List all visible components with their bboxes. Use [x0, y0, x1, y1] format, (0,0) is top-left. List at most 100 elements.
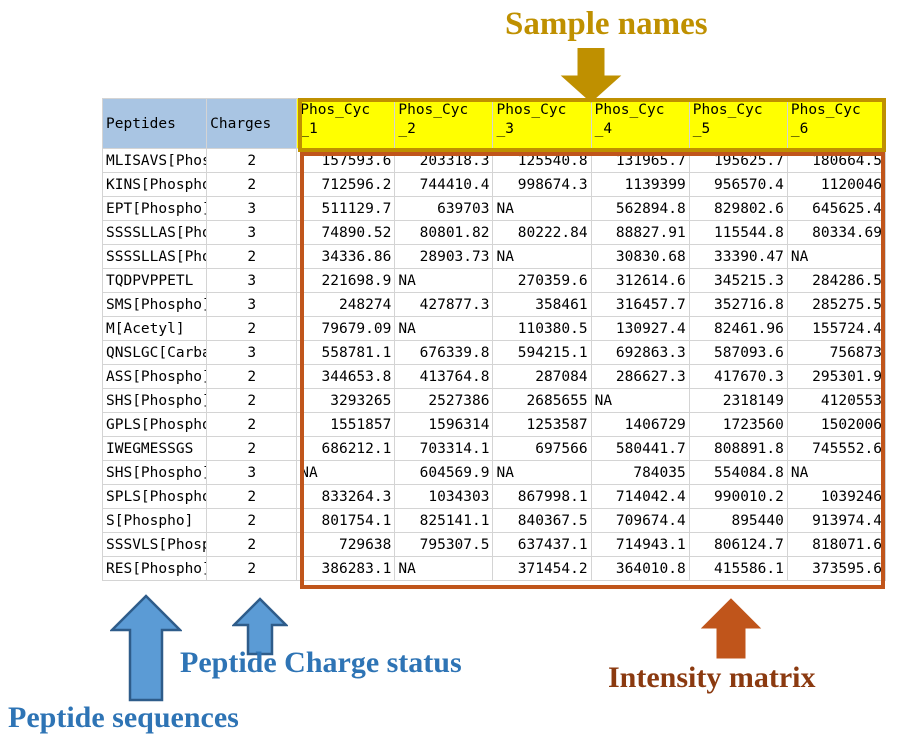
- cell-intensity[interactable]: 195625.7: [688, 148, 788, 173]
- cell-intensity[interactable]: 131965.7: [590, 148, 690, 173]
- cell-intensity[interactable]: 248274: [296, 292, 396, 317]
- cell-intensity[interactable]: 697566: [492, 436, 592, 461]
- cell-intensity[interactable]: NA: [394, 556, 494, 581]
- cell-peptide[interactable]: KINS[Phospho]: [101, 172, 208, 197]
- cell-intensity[interactable]: NA: [296, 460, 396, 485]
- cell-intensity[interactable]: 1406729: [590, 412, 690, 437]
- cell-charge[interactable]: 2: [206, 436, 298, 461]
- cell-intensity[interactable]: 3293265: [296, 388, 396, 413]
- cell-intensity[interactable]: 801754.1: [296, 508, 396, 533]
- cell-intensity[interactable]: 1253587: [492, 412, 592, 437]
- cell-intensity[interactable]: 33390.47: [688, 244, 788, 269]
- cell-peptide[interactable]: SHS[Phospho]: [101, 460, 208, 485]
- column-header-charges[interactable]: Charges: [206, 98, 298, 149]
- column-header-peptides[interactable]: Peptides: [101, 98, 208, 149]
- cell-intensity[interactable]: 867998.1: [492, 484, 592, 509]
- column-header-sample-2[interactable]: Phos_Cyc_2: [394, 98, 494, 149]
- column-header-sample-6[interactable]: Phos_Cyc_6: [786, 98, 887, 149]
- cell-charge[interactable]: 3: [206, 340, 298, 365]
- cell-intensity[interactable]: 604569.9: [394, 460, 494, 485]
- cell-intensity[interactable]: 692863.3: [590, 340, 690, 365]
- cell-peptide[interactable]: IWEGMESSGS: [101, 436, 208, 461]
- column-header-sample-5[interactable]: Phos_Cyc_5: [688, 98, 788, 149]
- cell-intensity[interactable]: 558781.1: [296, 340, 396, 365]
- cell-intensity[interactable]: 562894.8: [590, 196, 690, 221]
- cell-peptide[interactable]: SMS[Phospho]: [101, 292, 208, 317]
- cell-intensity[interactable]: 2527386: [394, 388, 494, 413]
- cell-charge[interactable]: 2: [206, 508, 298, 533]
- cell-intensity[interactable]: 4120553: [786, 388, 887, 413]
- cell-intensity[interactable]: 74890.52: [296, 220, 396, 245]
- cell-peptide[interactable]: ASS[Phospho]: [101, 364, 208, 389]
- cell-intensity[interactable]: 316457.7: [590, 292, 690, 317]
- cell-intensity[interactable]: 312614.6: [590, 268, 690, 293]
- cell-charge[interactable]: 3: [206, 196, 298, 221]
- cell-intensity[interactable]: 714042.4: [590, 484, 690, 509]
- cell-intensity[interactable]: 386283.1: [296, 556, 396, 581]
- cell-charge[interactable]: 2: [206, 532, 298, 557]
- cell-intensity[interactable]: 373595.6: [786, 556, 887, 581]
- cell-charge[interactable]: 3: [206, 460, 298, 485]
- cell-intensity[interactable]: 1120046: [786, 172, 887, 197]
- table-row[interactable]: SPLS[Phospho]2833264.31034303867998.1714…: [101, 484, 887, 509]
- table-row[interactable]: KINS[Phospho]2712596.2744410.4998674.311…: [101, 172, 887, 197]
- cell-intensity[interactable]: 554084.8: [688, 460, 788, 485]
- cell-intensity[interactable]: 130927.4: [590, 316, 690, 341]
- table-row[interactable]: QNSLGC[Carbamido]3558781.1676339.8594215…: [101, 340, 887, 365]
- cell-intensity[interactable]: 712596.2: [296, 172, 396, 197]
- cell-peptide[interactable]: EPT[Phospho]: [101, 196, 208, 221]
- cell-intensity[interactable]: 358461: [492, 292, 592, 317]
- cell-peptide[interactable]: S[Phospho]: [101, 508, 208, 533]
- table-row[interactable]: GPLS[Phospho]215518571596314125358714067…: [101, 412, 887, 437]
- cell-intensity[interactable]: 676339.8: [394, 340, 494, 365]
- cell-intensity[interactable]: 82461.96: [688, 316, 788, 341]
- cell-intensity[interactable]: 756873: [786, 340, 887, 365]
- table-row[interactable]: SSSSLLAS[Phospho]374890.5280801.8280222.…: [101, 220, 887, 245]
- cell-peptide[interactable]: RES[Phospho]: [101, 556, 208, 581]
- cell-intensity[interactable]: NA: [590, 388, 690, 413]
- cell-charge[interactable]: 2: [206, 148, 298, 173]
- cell-intensity[interactable]: 79679.09: [296, 316, 396, 341]
- cell-intensity[interactable]: 221698.9: [296, 268, 396, 293]
- cell-intensity[interactable]: 284286.5: [786, 268, 887, 293]
- cell-intensity[interactable]: 417670.3: [688, 364, 788, 389]
- cell-intensity[interactable]: 1551857: [296, 412, 396, 437]
- cell-intensity[interactable]: 155724.4: [786, 316, 887, 341]
- cell-intensity[interactable]: 895440: [688, 508, 788, 533]
- cell-intensity[interactable]: 709674.4: [590, 508, 690, 533]
- cell-intensity[interactable]: 352716.8: [688, 292, 788, 317]
- cell-intensity[interactable]: 80801.82: [394, 220, 494, 245]
- cell-peptide[interactable]: SPLS[Phospho]: [101, 484, 208, 509]
- column-header-sample-4[interactable]: Phos_Cyc_4: [590, 98, 690, 149]
- cell-intensity[interactable]: 833264.3: [296, 484, 396, 509]
- cell-intensity[interactable]: 286627.3: [590, 364, 690, 389]
- cell-charge[interactable]: 2: [206, 556, 298, 581]
- cell-charge[interactable]: 3: [206, 220, 298, 245]
- cell-charge[interactable]: 2: [206, 244, 298, 269]
- cell-charge[interactable]: 2: [206, 364, 298, 389]
- cell-intensity[interactable]: 745552.6: [786, 436, 887, 461]
- cell-charge[interactable]: 2: [206, 172, 298, 197]
- table-row[interactable]: SSSVLS[Phospho]2729638795307.5637437.171…: [101, 532, 887, 557]
- cell-intensity[interactable]: 594215.1: [492, 340, 592, 365]
- cell-intensity[interactable]: 825141.1: [394, 508, 494, 533]
- cell-intensity[interactable]: 1039246: [786, 484, 887, 509]
- cell-intensity[interactable]: 270359.6: [492, 268, 592, 293]
- cell-intensity[interactable]: 34336.86: [296, 244, 396, 269]
- cell-peptide[interactable]: MLISAVS[Phospho]: [101, 148, 208, 173]
- cell-intensity[interactable]: 511129.7: [296, 196, 396, 221]
- cell-intensity[interactable]: 371454.2: [492, 556, 592, 581]
- cell-intensity[interactable]: NA: [394, 268, 494, 293]
- cell-intensity[interactable]: 415586.1: [688, 556, 788, 581]
- cell-intensity[interactable]: 639703: [394, 196, 494, 221]
- cell-intensity[interactable]: 580441.7: [590, 436, 690, 461]
- cell-charge[interactable]: 2: [206, 316, 298, 341]
- cell-intensity[interactable]: 2685655: [492, 388, 592, 413]
